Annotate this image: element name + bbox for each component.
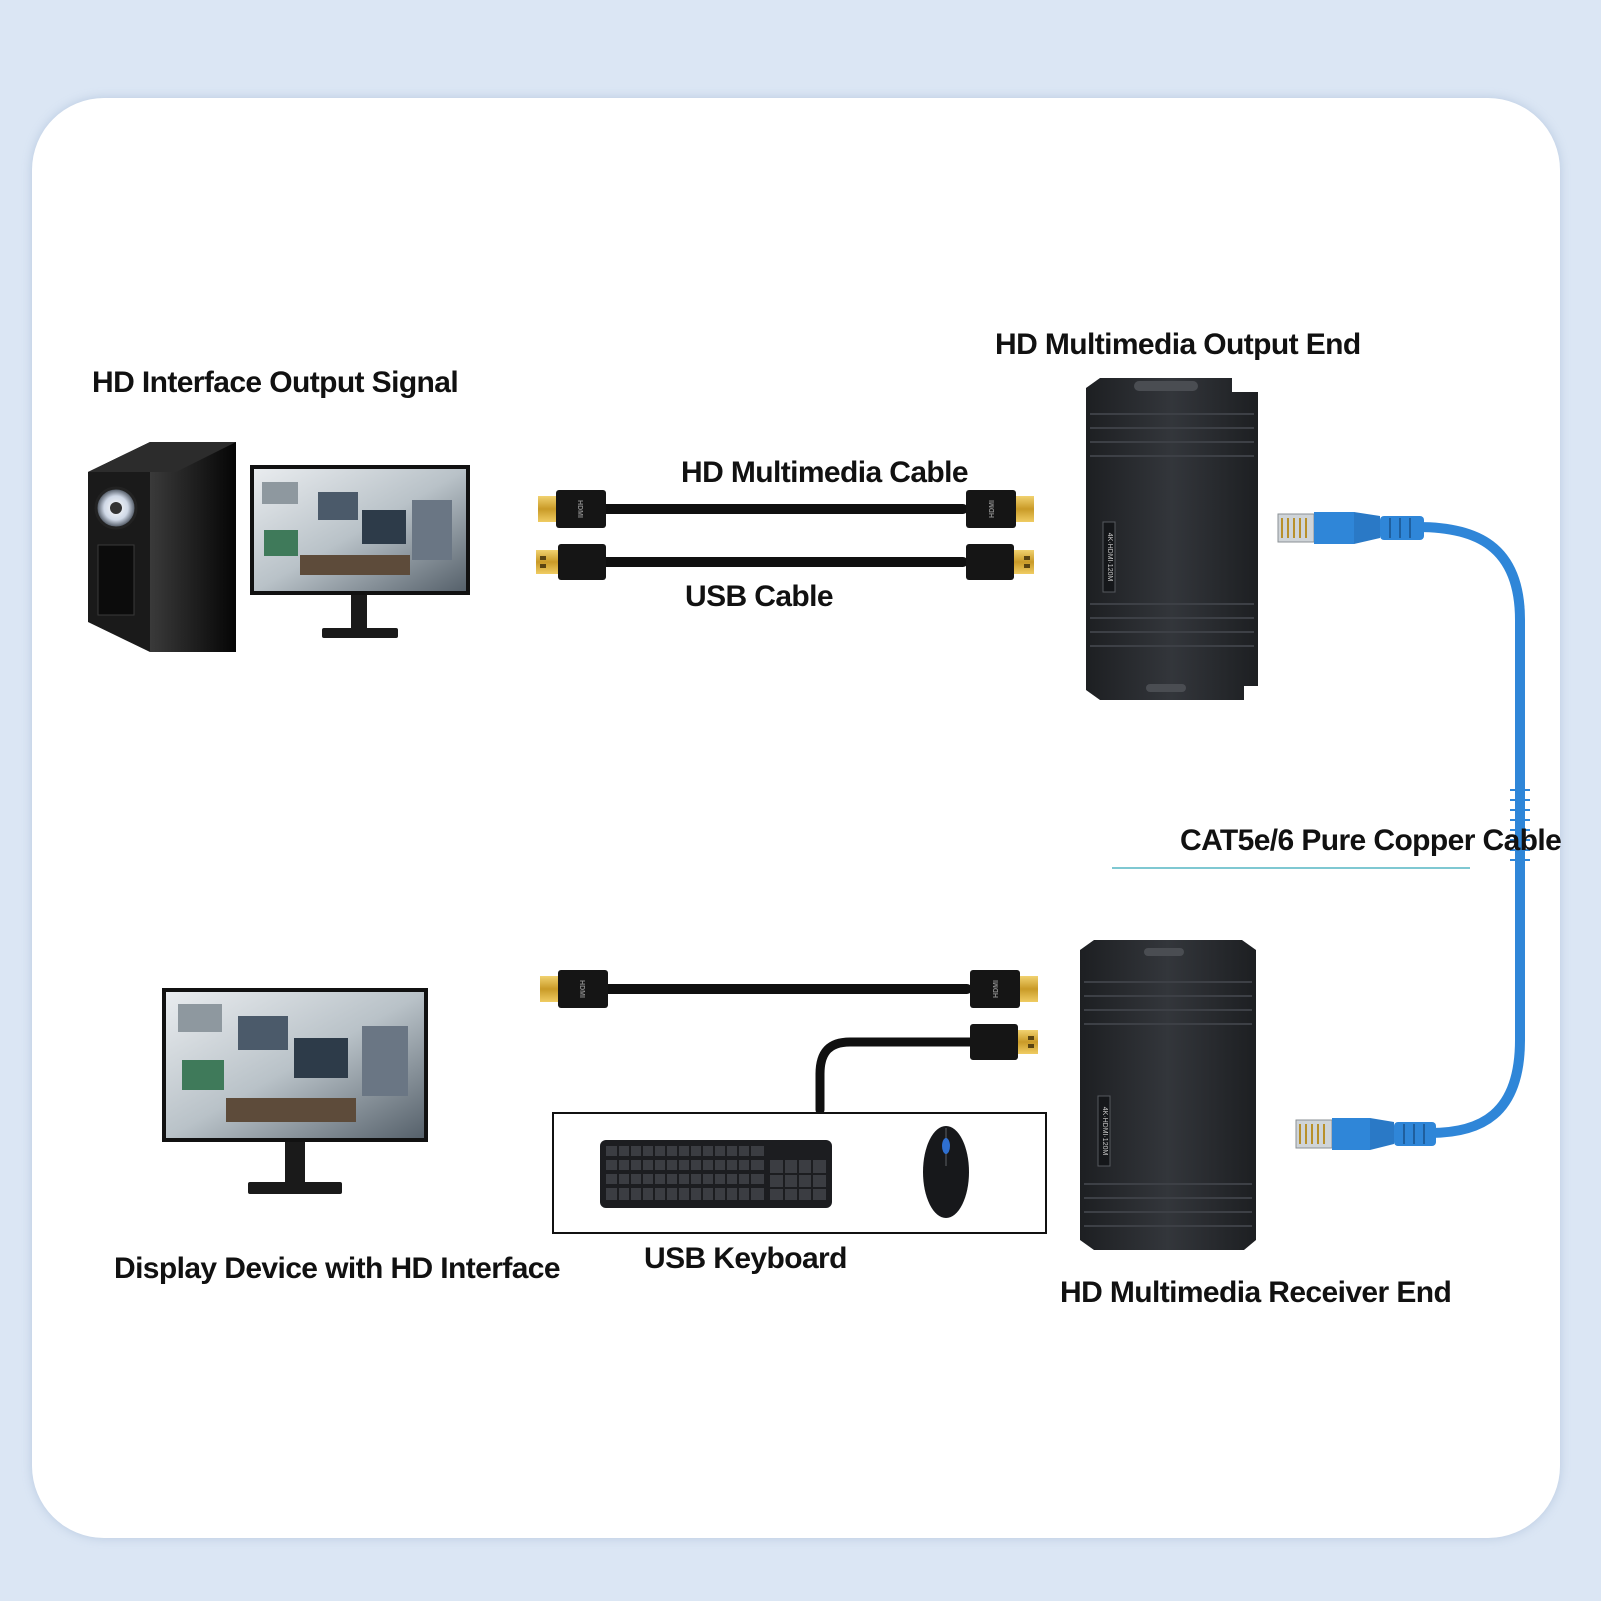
display-device-label: Display Device with HD Interface — [114, 1252, 560, 1285]
rj45-connector-top-icon — [1277, 512, 1424, 544]
hd-multimedia-output-end-label: HD Multimedia Output End — [995, 328, 1361, 361]
hdmi-cable-bottom: HDMI HDMI — [540, 970, 1038, 1008]
cat-cable-label: CAT5e/6 Pure Copper Cable — [1180, 824, 1561, 857]
usb-cable-label: USB Cable — [685, 580, 833, 613]
receiver-extender-model: 4K·HDMI·120M — [1101, 1107, 1108, 1156]
hd-multimedia-cable-label: HD Multimedia Cable — [681, 456, 968, 489]
output-extender-box-icon: 4K·HDMI·120M — [1086, 378, 1258, 700]
source-monitor-icon — [250, 465, 470, 638]
usb-cable-top — [536, 544, 1034, 580]
hdmi-mark-left-bottom: HDMI — [578, 980, 585, 998]
hdmi-mark-left: HDMI — [576, 500, 583, 518]
usb-keyboard-label: USB Keyboard — [644, 1242, 847, 1275]
cat-network-cable — [1413, 522, 1530, 1138]
receiver-extender-box-icon: 4K·HDMI·120M — [1080, 940, 1256, 1250]
hdmi-mark-right-bottom: HDMI — [993, 980, 1000, 998]
usb-cable-bottom — [815, 1024, 1038, 1115]
diagram-card — [32, 98, 1560, 1538]
rj45-connector-bottom-icon — [1295, 1118, 1436, 1150]
keyboard-icon — [600, 1140, 832, 1208]
mouse-icon — [923, 1126, 969, 1218]
hd-multimedia-receiver-end-label: HD Multimedia Receiver End — [1060, 1276, 1451, 1309]
output-extender-model: 4K·HDMI·120M — [1106, 533, 1113, 582]
hd-interface-output-signal-label: HD Interface Output Signal — [92, 366, 458, 399]
desktop-tower-icon — [88, 442, 236, 652]
hdmi-mark-right: HDMI — [989, 500, 996, 518]
display-monitor-icon — [162, 988, 428, 1194]
hdmi-cable-top: HDMI HDMI — [538, 490, 1034, 528]
